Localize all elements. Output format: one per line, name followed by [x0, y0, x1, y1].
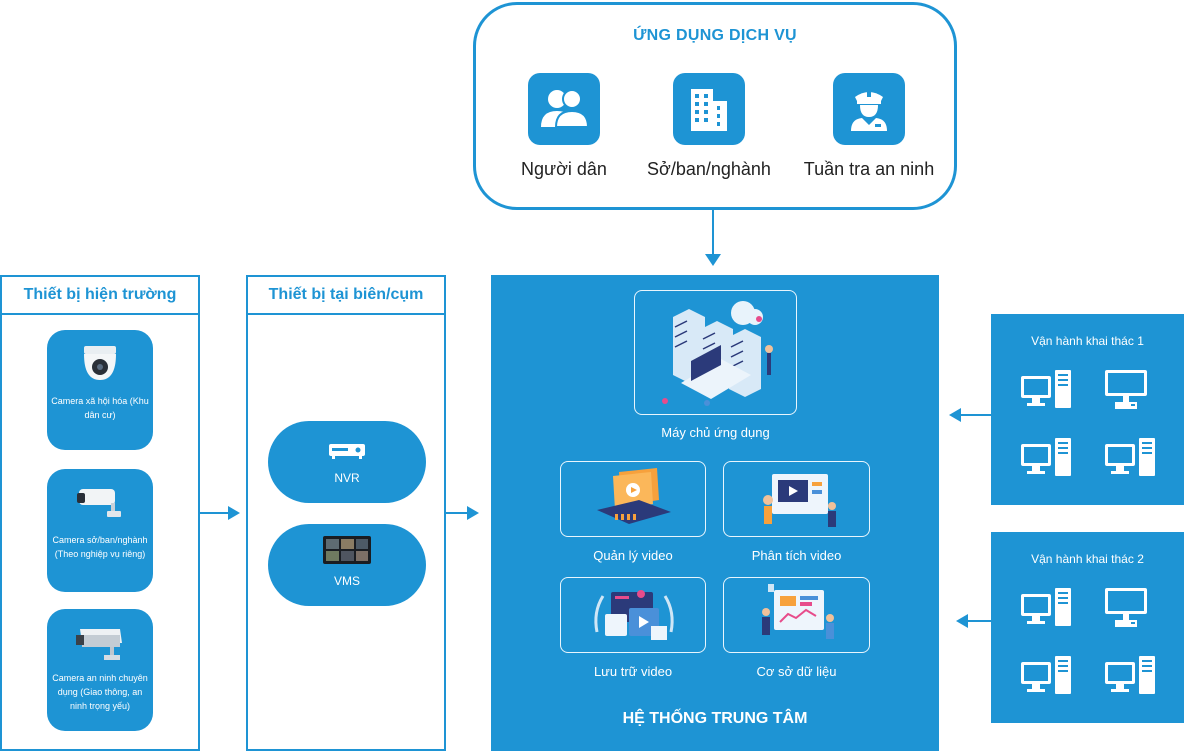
video-analytics-frame[interactable]	[723, 461, 870, 537]
database-frame[interactable]	[723, 577, 870, 653]
nvr-icon	[268, 441, 426, 461]
edge-to-central-arrow	[446, 512, 468, 514]
service-applications-box: ỨNG DỤNG DỊCH VỤ Người dân	[473, 2, 957, 210]
video-analytics-icon	[763, 474, 836, 527]
workstation-icon	[1105, 438, 1155, 476]
workstation-icon	[1021, 370, 1071, 408]
arrow-head-right-icon	[467, 506, 479, 520]
operations-title: Vận hành khai thác 1	[1031, 334, 1144, 348]
video-storage-icon	[594, 590, 674, 640]
camera-card-departments[interactable]: Camera sở/ban/nghành (Theo nghiệp vụ riê…	[47, 469, 153, 592]
module-label: Lưu trữ video	[593, 664, 673, 679]
module-label: Phân tích video	[751, 548, 842, 563]
operations-title: Vận hành khai thác 2	[1031, 552, 1144, 566]
vms-screen-icon	[268, 536, 426, 564]
arrow-head-left-icon	[949, 408, 961, 422]
police-officer-icon	[833, 73, 905, 145]
services-title: ỨNG DỤNG DỊCH VỤ	[633, 27, 797, 44]
ops2-to-central-arrow	[965, 620, 991, 622]
edge-devices-column: Thiết bị tại biên/cụm	[246, 275, 446, 751]
field-devices-title: Thiết bị hiện trường	[2, 277, 198, 315]
module-label: Cơ sở dữ liệu	[756, 664, 837, 679]
video-storage-frame[interactable]	[560, 577, 706, 653]
workstation-icon	[1021, 588, 1071, 626]
arrow-head-right-icon	[228, 506, 240, 520]
camera-label: Camera sở/ban/nghành (Theo nghiệp vụ riê…	[52, 535, 148, 559]
services-to-central-arrow	[712, 210, 714, 258]
module-label: Quản lý video	[593, 548, 673, 563]
vms-label: VMS	[333, 574, 360, 588]
app-server-frame[interactable]	[634, 290, 797, 415]
workstation-icon	[1021, 656, 1071, 694]
service-label: Người dân	[521, 159, 607, 179]
arrow-head-down-icon	[705, 254, 721, 266]
camera-card-security[interactable]: Camera an ninh chuyên dụng (Giao thông, …	[47, 609, 153, 731]
monitor-icon	[1105, 370, 1147, 409]
database-dashboard-icon	[762, 584, 834, 639]
camera-label: Camera an ninh chuyên dụng (Giao thông, …	[52, 673, 148, 711]
camera-label: Camera xã hội hóa (Khu dân cư)	[51, 396, 149, 420]
box-camera-icon	[47, 621, 153, 665]
field-to-edge-arrow	[200, 512, 230, 514]
camera-card-social[interactable]: Camera xã hội hóa (Khu dân cư)	[47, 330, 153, 450]
service-security-patrol[interactable]: Tuần tra an ninh	[784, 73, 954, 180]
central-system-panel: Máy chủ ứng dụng Quản lý video Phân tích…	[491, 275, 939, 751]
service-label: Sở/ban/nghành	[647, 159, 771, 179]
workstation-icon	[1105, 656, 1155, 694]
nvr-card[interactable]: NVR	[268, 421, 426, 503]
dome-camera-icon	[47, 344, 153, 382]
service-label: Tuần tra an ninh	[803, 159, 935, 179]
operations-box-2[interactable]: Vận hành khai thác 2	[991, 532, 1184, 723]
app-server-label: Máy chủ ứng dụng	[661, 425, 770, 440]
building-icon	[673, 73, 745, 145]
video-management-icon	[597, 468, 671, 524]
bullet-camera-icon	[47, 483, 153, 523]
edge-devices-title: Thiết bị tại biên/cụm	[248, 277, 444, 315]
operations-box-1[interactable]: Vận hành khai thác 1	[991, 314, 1184, 505]
monitor-icon	[1105, 588, 1147, 627]
nvr-label: NVR	[334, 471, 360, 485]
service-citizens[interactable]: Người dân	[479, 73, 649, 180]
users-icon	[528, 73, 600, 145]
central-system-title: HỆ THỐNG TRUNG TÂM	[622, 710, 808, 727]
service-departments[interactable]: Sở/ban/nghành	[624, 73, 794, 180]
server-illustration-icon	[662, 301, 773, 406]
workstation-icon	[1021, 438, 1071, 476]
vms-card[interactable]: VMS	[268, 524, 426, 606]
video-management-frame[interactable]	[560, 461, 706, 537]
arrow-head-left-icon	[956, 614, 968, 628]
ops1-to-central-arrow	[958, 414, 991, 416]
